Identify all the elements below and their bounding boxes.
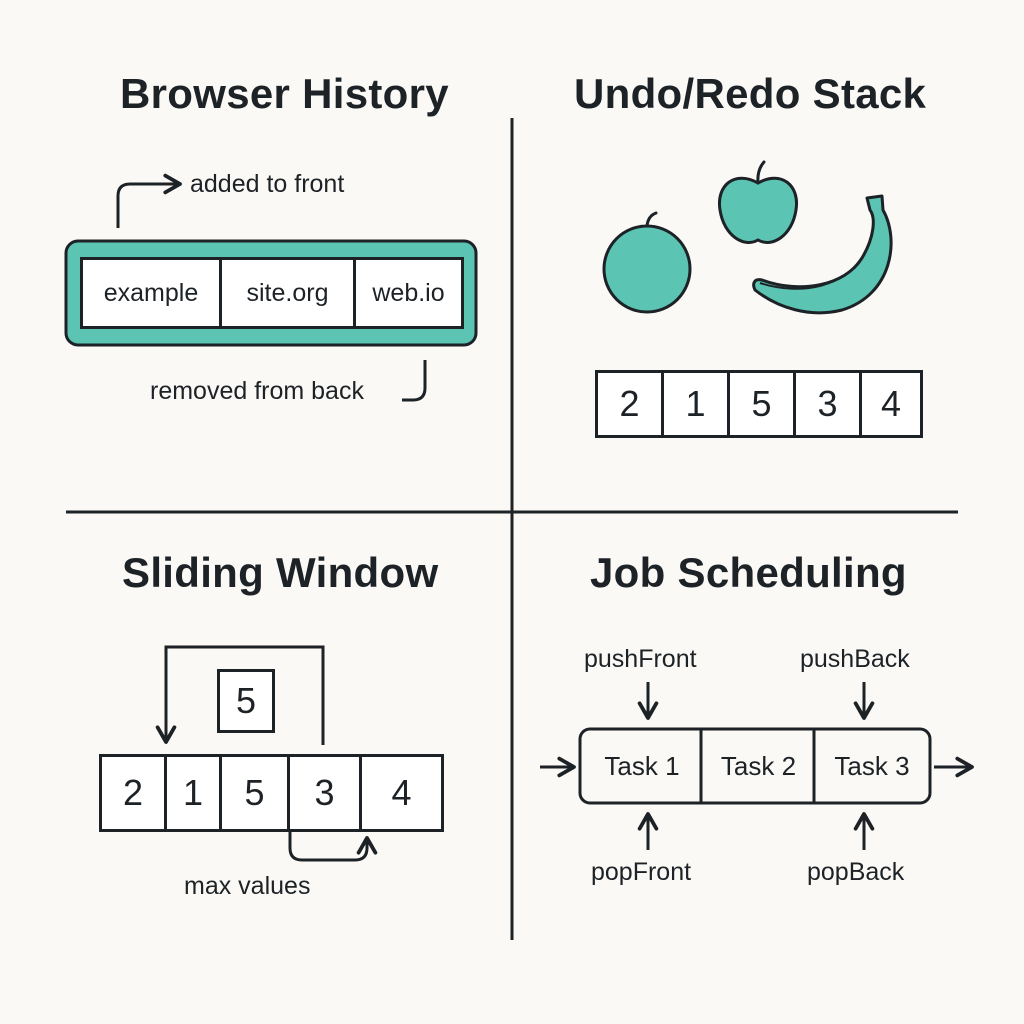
window-bracket <box>155 645 325 745</box>
array-cell: 5 <box>219 757 287 829</box>
history-item: web.io <box>353 260 461 326</box>
max-values-arrow <box>288 826 378 862</box>
history-item: example <box>103 278 199 307</box>
push-back-label: pushBack <box>800 645 910 673</box>
stack-cell: 3 <box>793 373 859 435</box>
browser-history-title: Browser History <box>120 70 449 117</box>
added-arrow <box>116 173 182 228</box>
sliding-window-title: Sliding Window <box>122 549 439 596</box>
banana-icon <box>752 194 893 315</box>
task-cell: Task 3 <box>834 750 910 781</box>
stack-cell: 5 <box>727 373 793 435</box>
pop-front-label: popFront <box>591 858 692 886</box>
window-value-box: 5 <box>217 669 275 733</box>
array-row: 2 1 5 3 4 <box>99 754 444 832</box>
removed-arrow <box>402 360 427 402</box>
stack-row: 2 1 5 3 4 <box>595 370 923 438</box>
undo-redo-title: Undo/Redo Stack <box>574 70 927 117</box>
job-scheduling-title: Job Scheduling <box>590 549 907 596</box>
stack-cell: 4 <box>859 373 920 435</box>
stack-cell: 1 <box>661 373 727 435</box>
task-cell: Task 1 <box>604 750 680 781</box>
push-front-label: pushFront <box>584 645 697 673</box>
max-values-label: max values <box>184 872 311 900</box>
array-cell: 2 <box>122 772 144 813</box>
array-cell: 3 <box>287 757 359 829</box>
history-item: site.org <box>219 260 353 326</box>
removed-from-back-label: removed from back <box>150 377 364 405</box>
history-list: example site.org web.io <box>80 257 464 329</box>
stack-cell: 2 <box>619 383 640 424</box>
deque-container <box>578 727 932 805</box>
task-cell: Task 2 <box>720 750 797 781</box>
pop-back-label: popBack <box>807 858 905 886</box>
apple-icon <box>717 160 799 244</box>
added-to-front-label: added to front <box>190 170 345 198</box>
orange-icon <box>602 211 692 314</box>
array-cell: 4 <box>359 757 441 829</box>
array-cell: 1 <box>164 757 219 829</box>
